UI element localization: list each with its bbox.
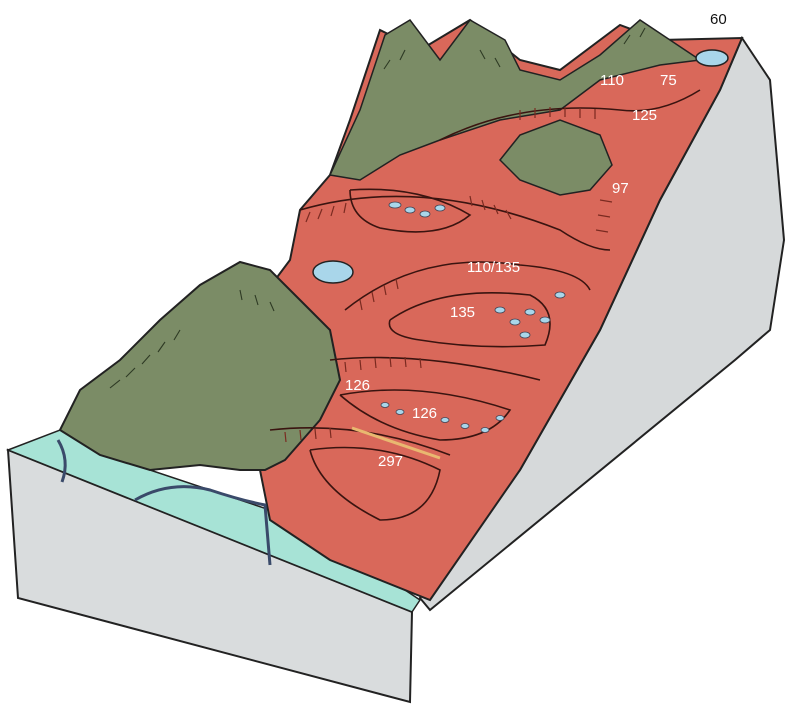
label-60: 60	[710, 11, 727, 28]
label-110-135: 110/135	[467, 259, 520, 276]
label-125: 125	[632, 107, 657, 124]
lake-60	[696, 50, 728, 66]
label-97: 97	[612, 180, 629, 197]
lake-middle	[313, 261, 353, 283]
label-75: 75	[660, 72, 677, 89]
label-110: 110	[600, 72, 624, 89]
label-135: 135	[450, 304, 475, 321]
label-126-a: 126	[345, 377, 370, 394]
label-297: 297	[378, 453, 403, 470]
label-126-b: 126	[412, 405, 437, 422]
